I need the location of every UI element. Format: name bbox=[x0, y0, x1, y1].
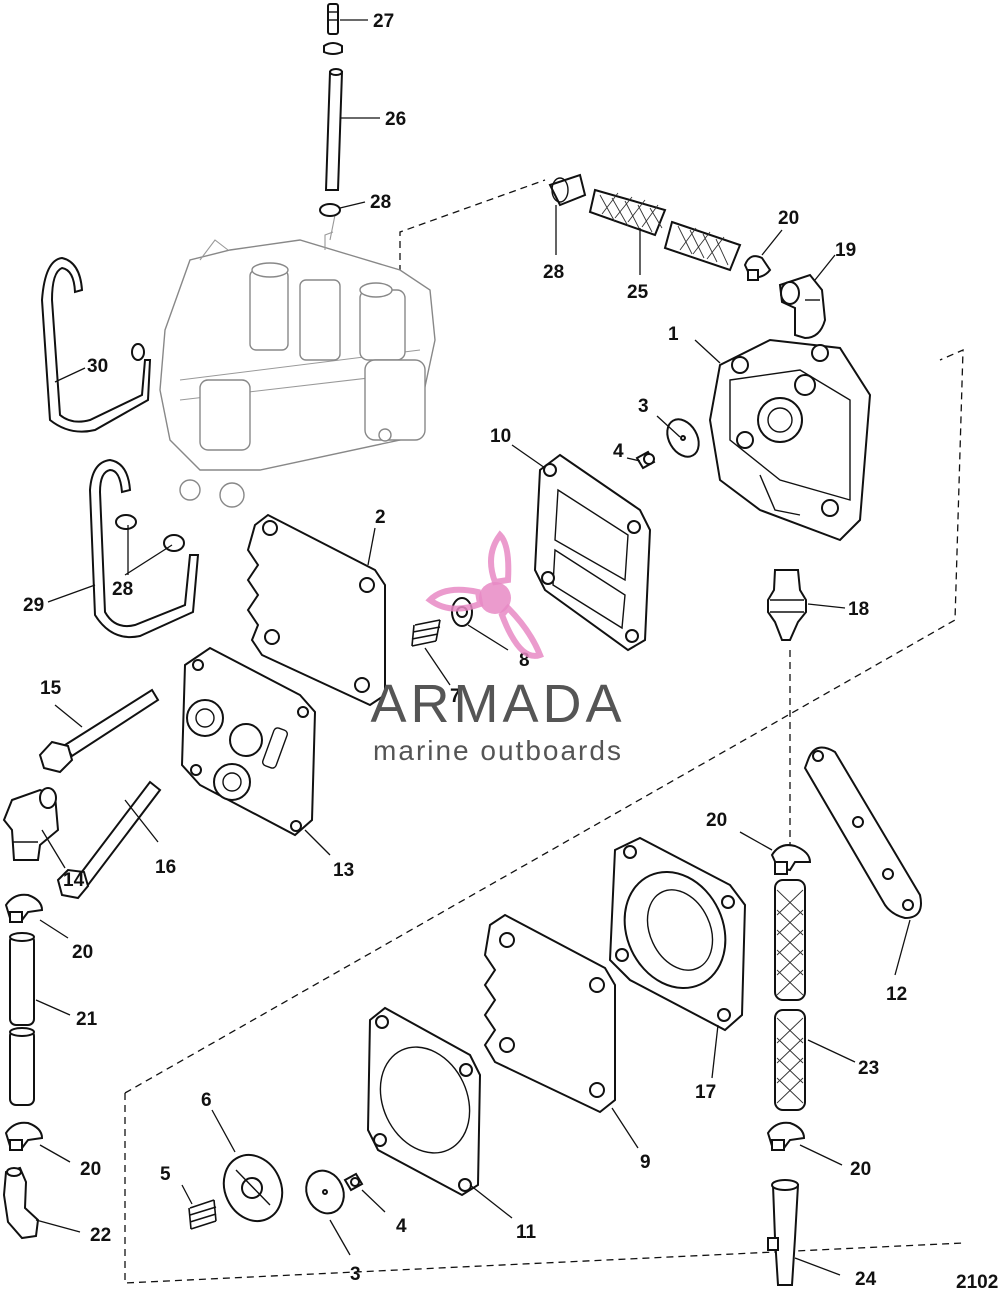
callout-13: 13 bbox=[333, 860, 354, 881]
part-26-hose bbox=[324, 68, 344, 191]
part-4-valve-bottom bbox=[343, 1172, 364, 1192]
part-6-diaphragm bbox=[222, 1153, 284, 1223]
part-1-pump-body bbox=[708, 338, 872, 542]
watermark-brand: ARMADA bbox=[370, 674, 625, 734]
callout-2: 2 bbox=[375, 507, 386, 528]
part-19-elbow-fitting bbox=[778, 273, 827, 340]
part-5-spring bbox=[188, 1199, 217, 1230]
callout-28: 28 bbox=[543, 262, 564, 283]
leader-lines bbox=[35, 19, 911, 1276]
part-20-clamp-left-top bbox=[4, 893, 44, 923]
part-7-spring bbox=[411, 619, 441, 647]
part-13-pump-cover bbox=[180, 646, 317, 837]
part-20-clamp-right-bottom bbox=[766, 1121, 806, 1151]
part-12-link-plate bbox=[803, 746, 922, 920]
callout-12: 12 bbox=[886, 984, 907, 1005]
callout-20: 20 bbox=[72, 942, 93, 963]
part-28-clamp-right bbox=[548, 173, 587, 207]
callout-26: 26 bbox=[385, 109, 406, 130]
callout-19: 19 bbox=[835, 240, 856, 261]
callout-1: 1 bbox=[668, 324, 679, 345]
propeller-logo bbox=[425, 530, 544, 659]
callout-10: 10 bbox=[490, 426, 511, 447]
callout-7: 7 bbox=[450, 686, 461, 707]
callout-14: 14 bbox=[63, 870, 85, 891]
part-25-braided-hose bbox=[588, 188, 742, 272]
part-14-elbow-fitting bbox=[2, 787, 60, 861]
engine-block-ghost bbox=[159, 214, 436, 508]
part-11-gasket-bottom bbox=[366, 1006, 482, 1197]
callout-8: 8 bbox=[519, 650, 530, 671]
callout-labels: 27 26 28 28 25 20 19 1 30 10 3 4 2 29 28… bbox=[23, 11, 907, 1290]
callout-18: 18 bbox=[848, 599, 869, 620]
callout-16: 16 bbox=[155, 857, 176, 878]
callout-29: 29 bbox=[23, 595, 44, 616]
part-29-bent-hose bbox=[88, 458, 200, 638]
part-8-check-valve bbox=[451, 597, 473, 627]
part-30-bent-hose bbox=[40, 256, 152, 433]
callout-20: 20 bbox=[706, 810, 727, 831]
callout-30: 30 bbox=[87, 356, 108, 377]
part-23-braided-hose bbox=[774, 879, 806, 1111]
assembly-outline-dashed bbox=[124, 179, 964, 1284]
callout-5: 5 bbox=[160, 1164, 171, 1185]
part-16-bolt bbox=[56, 780, 162, 900]
part-22-elbow-fitting bbox=[2, 1166, 40, 1240]
callout-21: 21 bbox=[76, 1009, 98, 1030]
part-9-gasket-bottom bbox=[483, 913, 616, 1114]
part-28-clamp-top bbox=[319, 203, 341, 217]
callout-28: 28 bbox=[370, 192, 391, 213]
part-3-disc-top bbox=[666, 418, 700, 458]
callout-20: 20 bbox=[778, 208, 799, 229]
part-4-valve-top bbox=[635, 450, 656, 470]
part-2-gasket bbox=[246, 513, 386, 707]
part-28-clamps-middle bbox=[115, 514, 185, 552]
part-17-pump-body bbox=[608, 836, 747, 1032]
callout-22: 22 bbox=[90, 1225, 111, 1246]
part-27-fitting bbox=[323, 3, 343, 55]
callout-4: 4 bbox=[396, 1216, 407, 1237]
callout-3: 3 bbox=[638, 396, 649, 417]
part-20-clamp-middle bbox=[770, 844, 812, 875]
callout-6: 6 bbox=[201, 1090, 212, 1111]
callout-3: 3 bbox=[350, 1264, 361, 1285]
part-20-clamp-left-bottom bbox=[4, 1121, 44, 1151]
callout-28: 28 bbox=[112, 579, 133, 600]
callout-25: 25 bbox=[627, 282, 649, 303]
callout-17: 17 bbox=[695, 1082, 716, 1103]
callout-4: 4 bbox=[613, 441, 624, 462]
watermark-tagline: marine outboards bbox=[373, 735, 623, 766]
armada-watermark: ARMADA marine outboards bbox=[370, 530, 625, 766]
part-20-clamp-top bbox=[743, 255, 772, 281]
callout-23: 23 bbox=[858, 1058, 879, 1079]
part-15-bolt bbox=[38, 688, 160, 774]
callout-9: 9 bbox=[640, 1152, 651, 1173]
part-3-disc-bottom bbox=[305, 1169, 345, 1215]
part-10-gasket-top bbox=[533, 453, 652, 652]
part-24-fitting bbox=[767, 1179, 800, 1286]
callout-27: 27 bbox=[373, 11, 394, 32]
callout-20: 20 bbox=[80, 1159, 101, 1180]
callout-11: 11 bbox=[516, 1222, 537, 1243]
part-18-barb-fitting bbox=[767, 569, 807, 641]
callout-15: 15 bbox=[40, 678, 62, 699]
figure-number: 2102 bbox=[956, 1272, 998, 1293]
callout-20: 20 bbox=[850, 1159, 871, 1180]
part-21-hose bbox=[9, 932, 35, 1106]
callout-24: 24 bbox=[855, 1269, 877, 1290]
